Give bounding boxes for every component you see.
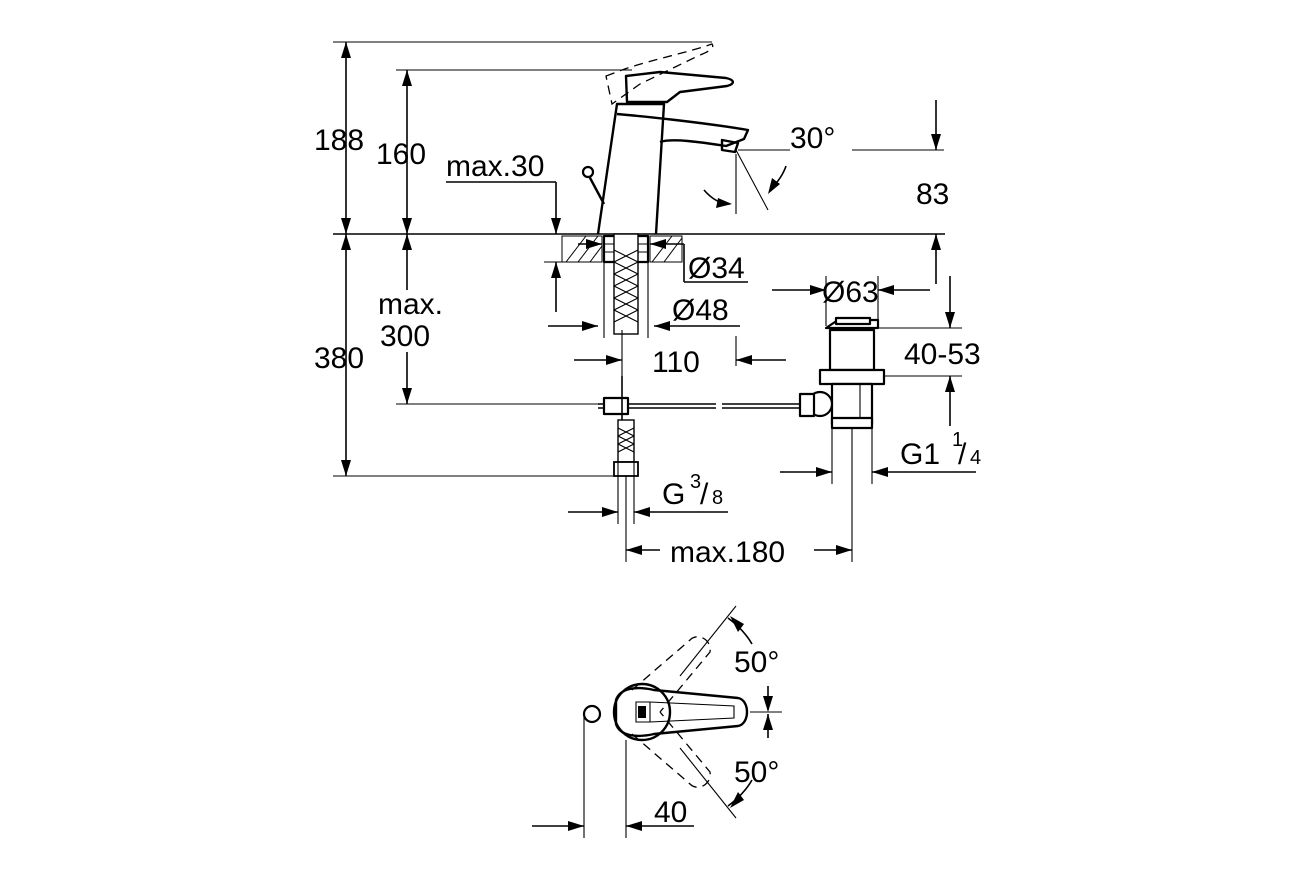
label-d63: Ø63 [822,276,879,309]
supply-hoses [613,233,639,477]
faucet-lever [624,70,735,104]
label-g38-den: 8 [712,487,723,509]
label-40-53: 40-53 [904,338,981,371]
faucet-side-view [333,43,945,477]
label-max300-line2: 300 [380,320,430,353]
popup-rod [587,175,606,205]
popup-waste [798,316,886,430]
plan-lever-dashed-up [631,636,711,713]
popup-knob [581,165,595,179]
dimension-lines [333,41,976,562]
plan-body-circle [612,682,672,742]
label-40: 40 [654,796,687,829]
label-d34: Ø34 [688,252,745,285]
label-g1-slash: / [958,438,967,471]
plan-popup-knob [582,704,602,724]
faucet-spout [616,112,750,148]
label-g1-num: 1 [952,429,963,451]
plan-lever [614,686,749,738]
label-160: 160 [376,138,426,171]
label-110: 110 [652,346,700,379]
waste-nut [818,368,886,386]
label-g38-main: G [662,478,685,511]
label-angle-50-top: 50° [734,646,779,679]
lever-raised-dashed [605,43,714,106]
waste-body [828,328,876,372]
dimension-labels: 188 160 max.30 30° 83 Ø34 Ø48 Ø63 max. 3… [314,122,981,829]
label-g1-den: 4 [970,447,981,469]
plan-lever-dashed-down [631,711,711,788]
label-angle-50-bottom: 50° [734,756,779,789]
label-max300-line1: max. [378,288,443,321]
label-g38-slash: / [700,478,709,511]
label-83: 83 [916,178,949,211]
rod-clamp [602,396,630,416]
label-angle-30: 30° [790,122,835,155]
label-d48: Ø48 [672,294,729,327]
label-g1-main: G1 [900,438,940,471]
label-max30: max.30 [446,150,544,183]
waste-tail [830,416,874,430]
faucet-body [596,102,666,235]
label-380: 380 [314,342,364,375]
label-g38-num: 3 [690,471,701,493]
label-max180: max.180 [670,536,785,569]
faucet-top-view [532,605,782,838]
label-188: 188 [314,124,364,157]
aerator [720,138,740,154]
